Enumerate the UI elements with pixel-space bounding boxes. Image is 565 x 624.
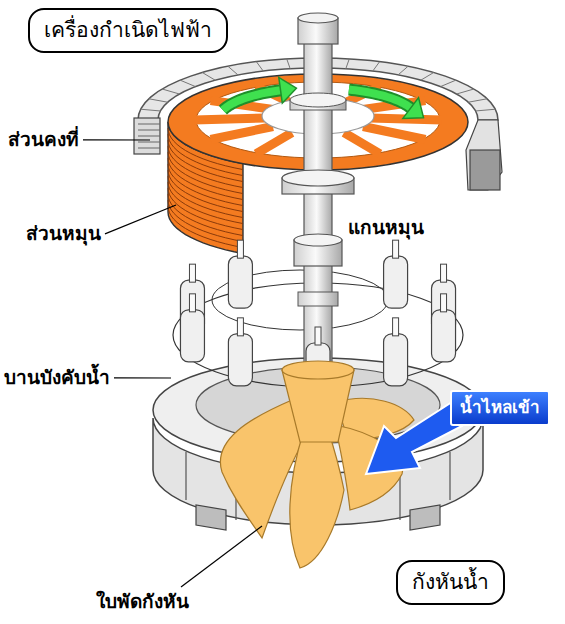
rotor-spoke <box>211 127 273 140</box>
generator-illustration <box>138 124 160 148</box>
stator-segment <box>141 109 161 111</box>
wicket-gate <box>228 256 252 308</box>
stator-segment <box>441 80 456 86</box>
shaft <box>290 93 346 107</box>
wicket-gate <box>315 327 321 345</box>
shaft <box>282 13 354 375</box>
inflow-arrow <box>366 402 462 474</box>
part-label: บานบังคับน้ำ <box>4 366 110 390</box>
rotor-rim <box>168 176 243 218</box>
wicket-gate <box>228 240 252 308</box>
rotor-rim <box>168 182 243 224</box>
leader-line <box>105 205 176 234</box>
node-text: กังหันน้ำ <box>412 569 489 595</box>
stator-segment <box>202 73 215 81</box>
wicket-gate <box>384 240 408 308</box>
stator-segment <box>476 109 496 111</box>
rotation-arrow <box>349 90 411 108</box>
wicket-gate <box>393 240 399 258</box>
node-text: น้ำไหลเข้า <box>460 397 540 418</box>
part-label: ส่วนหมุน <box>26 222 101 246</box>
leader-line <box>181 526 262 587</box>
inflow-arrow-box: น้ำไหลเข้า <box>450 390 550 426</box>
stator-segment <box>162 89 179 94</box>
turbine-runner <box>290 430 344 568</box>
stator-segment <box>149 99 168 102</box>
wicket-gate <box>441 264 447 282</box>
generator-illustration <box>466 120 502 190</box>
wicket-gate <box>237 318 243 336</box>
rotor-rim <box>168 188 243 230</box>
wicket-gate <box>384 334 408 386</box>
stator-segment <box>457 89 474 94</box>
wicket-gate <box>180 310 204 362</box>
wicket-gate <box>228 334 252 386</box>
rotation-arrow <box>349 90 411 108</box>
part-label: ใบพัดกังหัน <box>96 590 189 614</box>
rotor-rim <box>168 170 243 212</box>
rotor-rim <box>168 194 243 236</box>
rotation-arrow <box>223 90 281 110</box>
shaft <box>282 170 354 186</box>
part-label: ส่วนคงที่ <box>8 128 79 152</box>
generator-illustration <box>134 118 160 154</box>
stator-segment <box>346 59 349 69</box>
generator-illustration <box>470 150 500 190</box>
node-text: เครื่องกำเนิดไฟฟ้า <box>44 17 212 43</box>
stator-segment <box>228 66 238 75</box>
generator-title-box: เครื่องกำเนิดไฟฟ้า <box>28 8 228 53</box>
shaft <box>298 292 338 306</box>
turbine-runner <box>282 370 354 442</box>
wicket-gate <box>180 294 204 362</box>
stator-segment <box>421 73 434 81</box>
rotor-rim <box>168 164 243 206</box>
stator-segment <box>287 59 290 69</box>
rotation-arrow <box>403 98 424 119</box>
leader-line <box>83 140 262 587</box>
rotor-spoke <box>256 133 292 154</box>
stator-segment <box>180 80 195 86</box>
rotor-spoke <box>363 127 425 140</box>
turbine-runner <box>282 361 354 379</box>
rotor-spoke <box>194 118 266 120</box>
shaft <box>294 234 342 246</box>
wicket-gate <box>228 318 252 386</box>
gate-ring <box>173 283 463 387</box>
wicket-gate <box>189 264 195 282</box>
wicket-gate <box>432 294 456 362</box>
wicket-gate <box>384 318 408 386</box>
wicket-gate <box>384 256 408 308</box>
wicket-gate <box>237 240 243 258</box>
shaft <box>304 40 332 375</box>
stator-segment <box>398 66 408 75</box>
leader-line <box>83 139 150 140</box>
wicket-gate <box>189 294 195 312</box>
rotor-spoke <box>344 133 380 154</box>
part-label: แกนหมุน <box>348 216 424 240</box>
wicket-gate <box>393 318 399 336</box>
stator-segment <box>256 62 263 71</box>
rotor-rim <box>168 158 243 200</box>
rotor-rim <box>168 200 243 242</box>
rotor-rim <box>168 206 243 248</box>
leader-line <box>114 377 171 378</box>
wicket-gate <box>441 294 447 312</box>
turbine-title-box: กังหันน้ำ <box>396 560 505 605</box>
inflow-arrow <box>366 402 462 474</box>
stator-segment <box>373 62 380 71</box>
wicket-gate <box>432 310 456 362</box>
stator-segment <box>468 99 487 102</box>
shaft <box>298 13 338 23</box>
rotation-arrow <box>223 90 281 110</box>
